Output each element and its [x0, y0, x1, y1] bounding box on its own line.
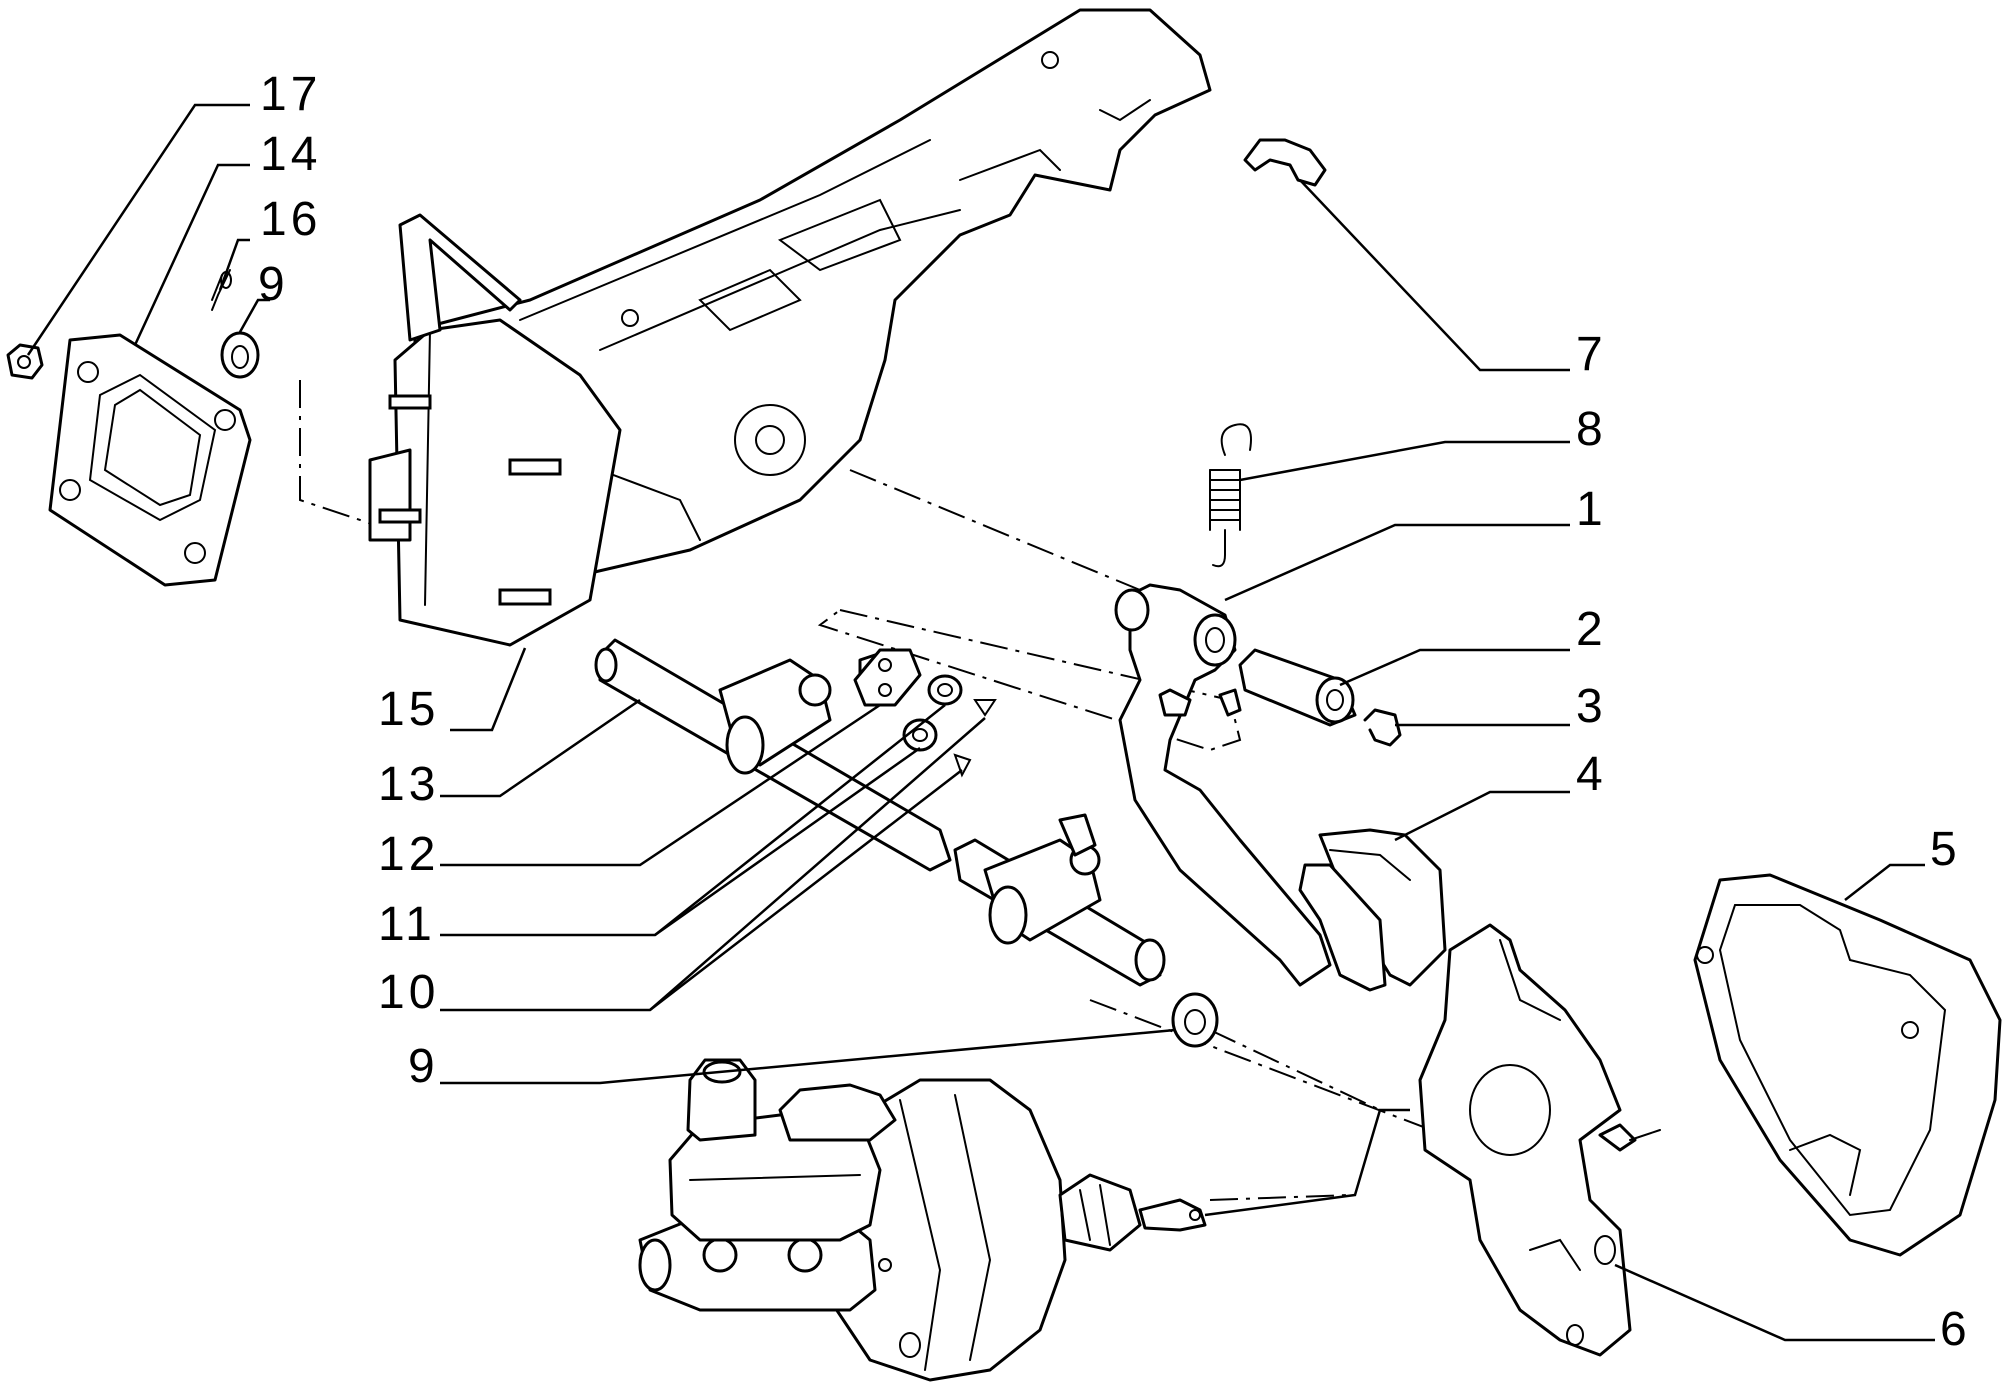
- return-spring: [1209, 423, 1252, 568]
- callout-7: 7: [1576, 328, 1607, 381]
- callout-8: 8: [1576, 403, 1607, 456]
- washers-and-pins: [902, 674, 997, 778]
- pivot-pin: [1238, 648, 1357, 727]
- pedal-support-bracket: [1418, 923, 1661, 1357]
- callout-9-top: 9: [258, 258, 289, 311]
- callout-13: 13: [378, 758, 439, 811]
- callout-2: 2: [1576, 603, 1607, 656]
- gasket-plate: [48, 333, 252, 587]
- callout-16: 16: [260, 193, 321, 246]
- pedal-cover: [1693, 873, 2002, 1257]
- callout-12: 12: [378, 828, 439, 881]
- bushing-clip: [1243, 138, 1327, 187]
- servo-pushrod-leader: [1204, 1108, 1410, 1217]
- callout-leaders: [26, 103, 1935, 1342]
- callout-17: 17: [260, 68, 321, 121]
- callout-1: 1: [1576, 483, 1607, 536]
- pedal-shaft-lower: [953, 813, 1166, 987]
- callout-9-lower: 9: [408, 1040, 439, 1093]
- callout-11: 11: [378, 898, 436, 951]
- link-plate: [853, 648, 922, 707]
- pedal-pad: [1298, 828, 1447, 992]
- split-pin: [211, 269, 232, 311]
- callout-labels: 17 14 16 9 7 8 1 2 3 4 5 15 13 12 11 10 …: [258, 68, 1971, 1356]
- callout-6: 6: [1940, 1303, 1971, 1356]
- circlip: [1363, 708, 1402, 747]
- callout-15: 15: [378, 683, 439, 736]
- washer-lower: [1171, 992, 1219, 1048]
- callout-5: 5: [1930, 823, 1961, 876]
- washer-top: [220, 331, 260, 379]
- brake-pedal-lever: [1114, 583, 1332, 987]
- callout-10: 10: [378, 966, 439, 1019]
- brake-servo-master-cylinder: [638, 1058, 1207, 1382]
- mounting-bracket: [368, 213, 622, 647]
- callout-14: 14: [260, 128, 321, 181]
- callout-3: 3: [1576, 680, 1607, 733]
- callout-4: 4: [1576, 748, 1607, 801]
- nut: [6, 343, 44, 380]
